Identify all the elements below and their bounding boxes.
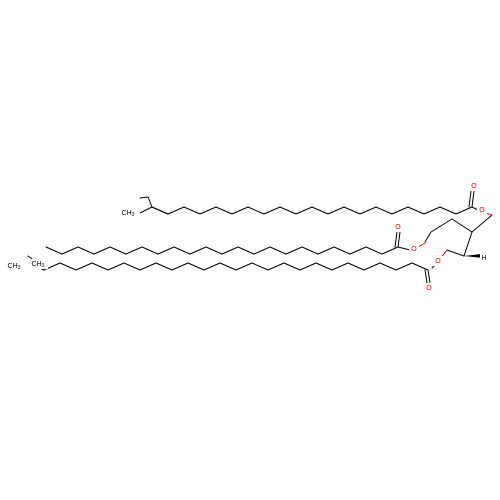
chain-top-branch-2 xyxy=(137,206,153,215)
ch3-middle-main: CH xyxy=(32,261,42,268)
ch3-bottom-subscript: 3 xyxy=(18,265,21,271)
chain-top-branch-4 xyxy=(139,196,149,199)
ester3-ether-oxygen: O xyxy=(435,258,441,265)
ester1-carbonyl-oxygen: O xyxy=(471,183,477,190)
chain-top-branch-1 xyxy=(151,206,169,215)
backbone-bond-4 xyxy=(446,249,465,257)
stereo-hydrogen: H xyxy=(481,255,486,262)
backbone-bond-1 xyxy=(451,214,493,233)
ester1-c-o-double-b xyxy=(468,190,472,208)
ester2-carbonyl-link xyxy=(397,246,411,251)
ester1-c-o-double-a xyxy=(471,190,475,208)
chain-top-backbone xyxy=(151,206,473,215)
ch3-bottom-main: CH xyxy=(8,263,18,270)
ester3-c-o-double-a xyxy=(427,269,431,284)
backbone-bond-3 xyxy=(463,231,473,257)
backbone-bond-2 xyxy=(424,218,453,243)
ester2-ether-oxygen: O xyxy=(411,246,417,253)
chain-top-branch-3 xyxy=(147,196,153,208)
chain-middle xyxy=(45,231,426,255)
ch3-bottom-label: CH3 xyxy=(8,263,21,271)
ch3-top-label: CH3 xyxy=(122,210,135,218)
ester2-carbonyl-oxygen: O xyxy=(395,224,401,231)
ester2-c-o-double-a xyxy=(397,231,401,248)
chain-bottom-backbone xyxy=(43,262,429,271)
stereo-wedge xyxy=(464,254,483,258)
chain-top xyxy=(137,190,493,216)
chain-bottom xyxy=(27,249,448,284)
ester2-c-o-double-b xyxy=(394,231,398,248)
chain-middle-backbone xyxy=(45,246,399,255)
ch3-middle-subscript: 3 xyxy=(42,263,45,269)
ester1-ether-oxygen: O xyxy=(479,207,485,214)
ch3-top-main: CH xyxy=(122,210,132,217)
ester3-carbonyl-link xyxy=(431,265,435,269)
ester3-c-o-double-b xyxy=(424,269,428,284)
ester2-o-link xyxy=(417,242,426,248)
glycerol-backbone xyxy=(424,214,493,258)
ester3-carbonyl-oxygen: O xyxy=(426,285,432,292)
ch3-top-subscript: 3 xyxy=(132,212,135,218)
atom-labels: O O O O O O H CH3 CH3 CH3 xyxy=(6,181,489,293)
ch3-middle-label: CH3 xyxy=(32,261,45,269)
